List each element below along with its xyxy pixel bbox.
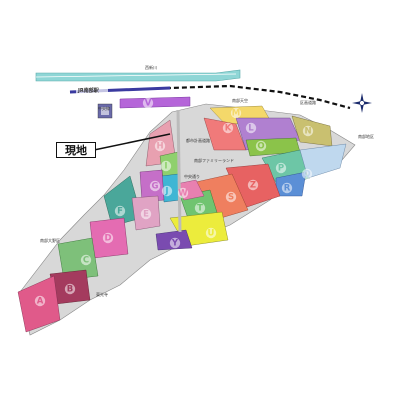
zone-label-B: B: [64, 283, 76, 295]
zone-label-R: R: [281, 182, 293, 194]
small-label-8: 区画道路: [300, 99, 316, 105]
zone-label-text-A: A: [37, 297, 44, 307]
zone-label-text-D: D: [104, 234, 111, 244]
small-label-5: 東光寺: [96, 291, 108, 297]
zone-label-text-C: C: [83, 256, 89, 266]
zone-label-text-E: E: [143, 210, 149, 220]
zone-label-text-P: P: [278, 164, 284, 174]
zone-label-Q: Q: [301, 168, 313, 180]
zone-label-text-F: F: [117, 207, 123, 217]
zone-label-G: G: [149, 180, 161, 192]
zone-label-J: J: [161, 185, 173, 197]
zone-label-text-R: R: [284, 184, 291, 194]
small-label-6: 中央線: [98, 105, 110, 111]
small-label-3: 南部大野区: [40, 237, 60, 243]
river-label: 西新川: [145, 64, 157, 70]
station-building: [97, 103, 113, 119]
zone-label-V: V: [142, 97, 154, 109]
zone-label-text-K: K: [225, 124, 232, 134]
zone-label-text-Q: Q: [303, 170, 310, 180]
river: 西新川: [35, 64, 241, 82]
zone-label-text-Z: Z: [250, 181, 256, 191]
zone-label-text-V: V: [145, 99, 152, 109]
zone-label-text-W: W: [178, 189, 188, 199]
zone-label-text-B: B: [67, 285, 73, 295]
zone-Q-area: [299, 143, 347, 179]
zone-label-W: W: [177, 187, 188, 199]
zone-label-H: H: [154, 140, 166, 152]
small-label-9: 南部地区: [358, 133, 374, 139]
zone-label-Z: Z: [247, 179, 259, 191]
small-label-2: 南部ファミリーランド: [194, 157, 234, 163]
zone-label-A: A: [34, 295, 46, 307]
zone-label-T: T: [194, 202, 206, 214]
zone-label-I: I: [160, 160, 172, 172]
zone-label-L: L: [245, 122, 257, 134]
zone-label-text-M: M: [232, 109, 240, 119]
zone-label-O: O: [255, 140, 267, 152]
zone-C-area: [57, 237, 99, 281]
zone-V-area: [119, 96, 191, 109]
zone-label-text-H: H: [156, 142, 163, 152]
zone-label-text-J: J: [164, 187, 168, 197]
zone-labels: A B C D E F G HI J K LM N O P Q R S T U V W Y Z: [34, 97, 314, 307]
small-label-4: 中央通り: [184, 173, 200, 179]
zone-label-text-S: S: [228, 193, 234, 203]
zone-label-text-I: I: [164, 162, 167, 172]
zone-label-D: D: [102, 232, 114, 244]
zone-label-U: U: [205, 227, 217, 239]
site-callout: 現地: [56, 142, 96, 158]
callout-leader: [93, 133, 171, 151]
zone-label-text-G: G: [152, 182, 159, 192]
zone-label-C: C: [80, 254, 92, 266]
zone-label-E: E: [140, 208, 152, 220]
zone-label-text-U: U: [208, 229, 215, 239]
zone-label-P: P: [275, 162, 287, 174]
station: JR南部駅: [76, 86, 108, 94]
zone-label-F: F: [114, 205, 126, 217]
small-label-7: 南部天空: [232, 97, 248, 103]
zone-label-S: S: [225, 191, 237, 203]
zone-label-text-T: T: [197, 204, 203, 214]
zone-label-N: N: [302, 125, 314, 137]
compass-icon: [352, 93, 372, 113]
zone-label-text-L: L: [248, 124, 254, 134]
zone-label-text-N: N: [304, 127, 311, 137]
station-label: JR南部駅: [77, 87, 99, 94]
zone-label-text-Y: Y: [171, 239, 179, 249]
zone-label-K: K: [222, 122, 234, 134]
center-road: [176, 109, 182, 233]
zone-label-Y: Y: [169, 237, 181, 249]
small-label-1: 都市計画道路: [186, 137, 210, 143]
zone-label-text-O: O: [257, 142, 264, 152]
zone-label-M: M: [230, 107, 242, 119]
